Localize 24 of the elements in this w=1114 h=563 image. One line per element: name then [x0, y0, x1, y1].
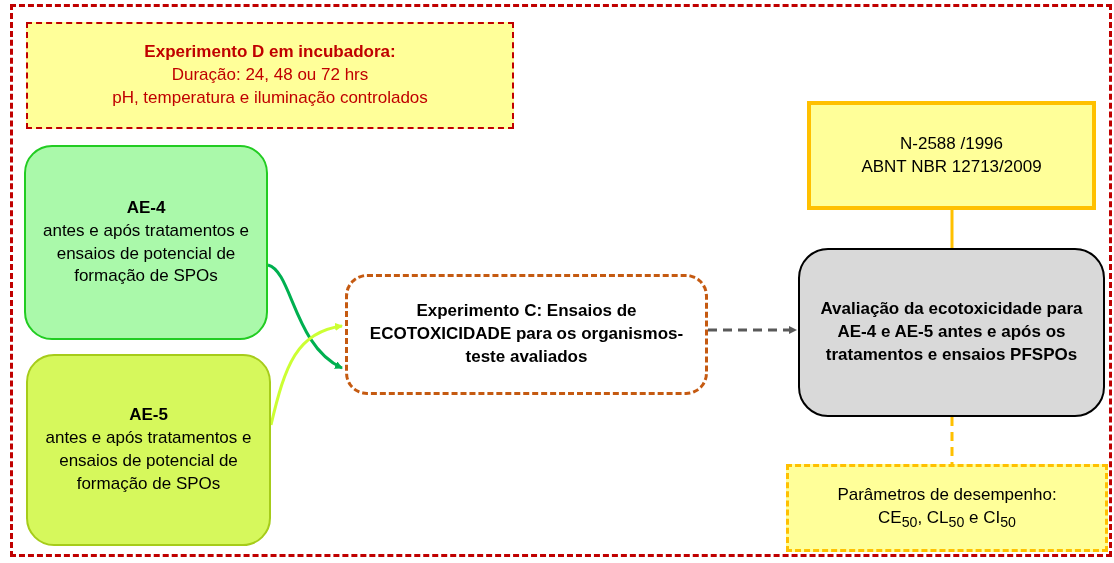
box-text: pH, temperatura e iluminação controlados	[112, 86, 428, 109]
parameter-box	[786, 464, 1108, 552]
box-text: antes e após tratamentos e ensaios de potencial de formação de SPOs	[42, 219, 250, 288]
box-text: Avaliação da ecotoxicidade para AE-4 e AE-5 antes e após os tratamentos e ensaios PFSPOs	[819, 298, 1084, 366]
note-box	[26, 22, 514, 129]
box-text: Duração: 24, 48 ou 72 hrs	[171, 64, 369, 87]
box-heading: AE-4	[126, 196, 166, 219]
box-heading: N-2588 /1996	[900, 132, 1003, 155]
box-heading: AE-5	[129, 404, 168, 427]
box-text: ABNT NBR 12713/2009	[861, 155, 1042, 178]
arrow	[267, 263, 343, 370]
sample-box	[26, 354, 271, 546]
arrow	[708, 326, 797, 334]
process-box	[345, 274, 708, 395]
box-text: Experimento C: Ensaios de ECOTOXICIDADE para os organismos-teste avaliados	[368, 300, 685, 368]
box-text: antes e após tratamentos e ensaios de potencial de formação de SPOs	[44, 427, 253, 495]
result-box	[798, 248, 1105, 417]
box-text: CE$_{50}$, CL$_{50}$ e CI$_{50}$	[878, 506, 1016, 533]
box-heading: Parâmetros de desempenho:	[837, 483, 1057, 506]
standard-box	[807, 101, 1096, 210]
arrow	[269, 323, 343, 426]
frame-border	[10, 4, 1112, 557]
box-heading: Experimento D em incubadora:	[144, 41, 396, 64]
sample-box	[24, 145, 268, 340]
